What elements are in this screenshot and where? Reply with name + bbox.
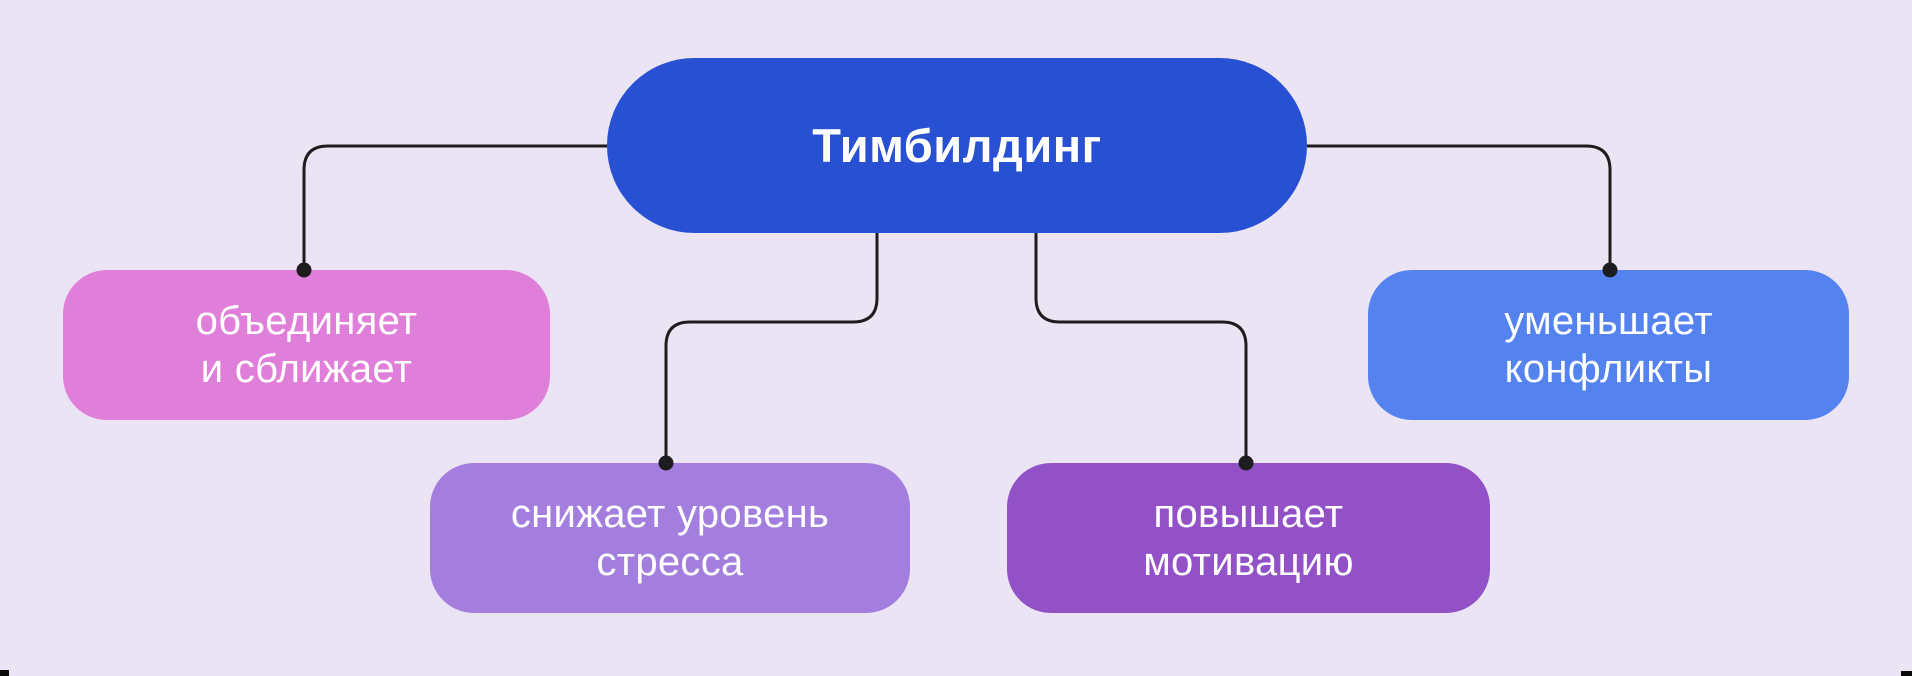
connector-to-unites xyxy=(302,144,607,270)
bottom-right-artifact xyxy=(1901,671,1912,676)
connector-to-reduces-stress xyxy=(664,233,879,463)
node-reduces-conflicts: уменьшает конфликты xyxy=(1368,270,1849,420)
node-teambuilding: Тимбилдинг xyxy=(607,58,1307,233)
node-raises-motivation: повышает мотивацию xyxy=(1007,463,1490,613)
node-reduces-conflicts-label-line1: уменьшает xyxy=(1504,299,1713,343)
node-raises-motivation-label-line2: мотивацию xyxy=(1143,540,1354,584)
node-teambuilding-label: Тимбилдинг xyxy=(812,119,1102,172)
node-reduces-stress: снижает уровень стресса xyxy=(430,463,910,613)
connector-to-reduces-conflicts xyxy=(1307,144,1612,270)
node-unites-label-line1: объединяет xyxy=(195,299,418,343)
node-raises-motivation-label-line1: повышает xyxy=(1153,492,1344,536)
node-unites-label-line2: и сближает xyxy=(200,347,413,391)
bottom-left-artifact xyxy=(0,670,9,676)
node-reduces-stress-label-line2: стресса xyxy=(596,540,744,584)
node-reduces-stress-label-line1: снижает уровень xyxy=(510,492,830,536)
node-unites: объединяет и сближает xyxy=(63,270,550,420)
node-reduces-conflicts-label-line2: конфликты xyxy=(1504,347,1713,391)
connector-to-raises-motivation xyxy=(1034,233,1248,463)
